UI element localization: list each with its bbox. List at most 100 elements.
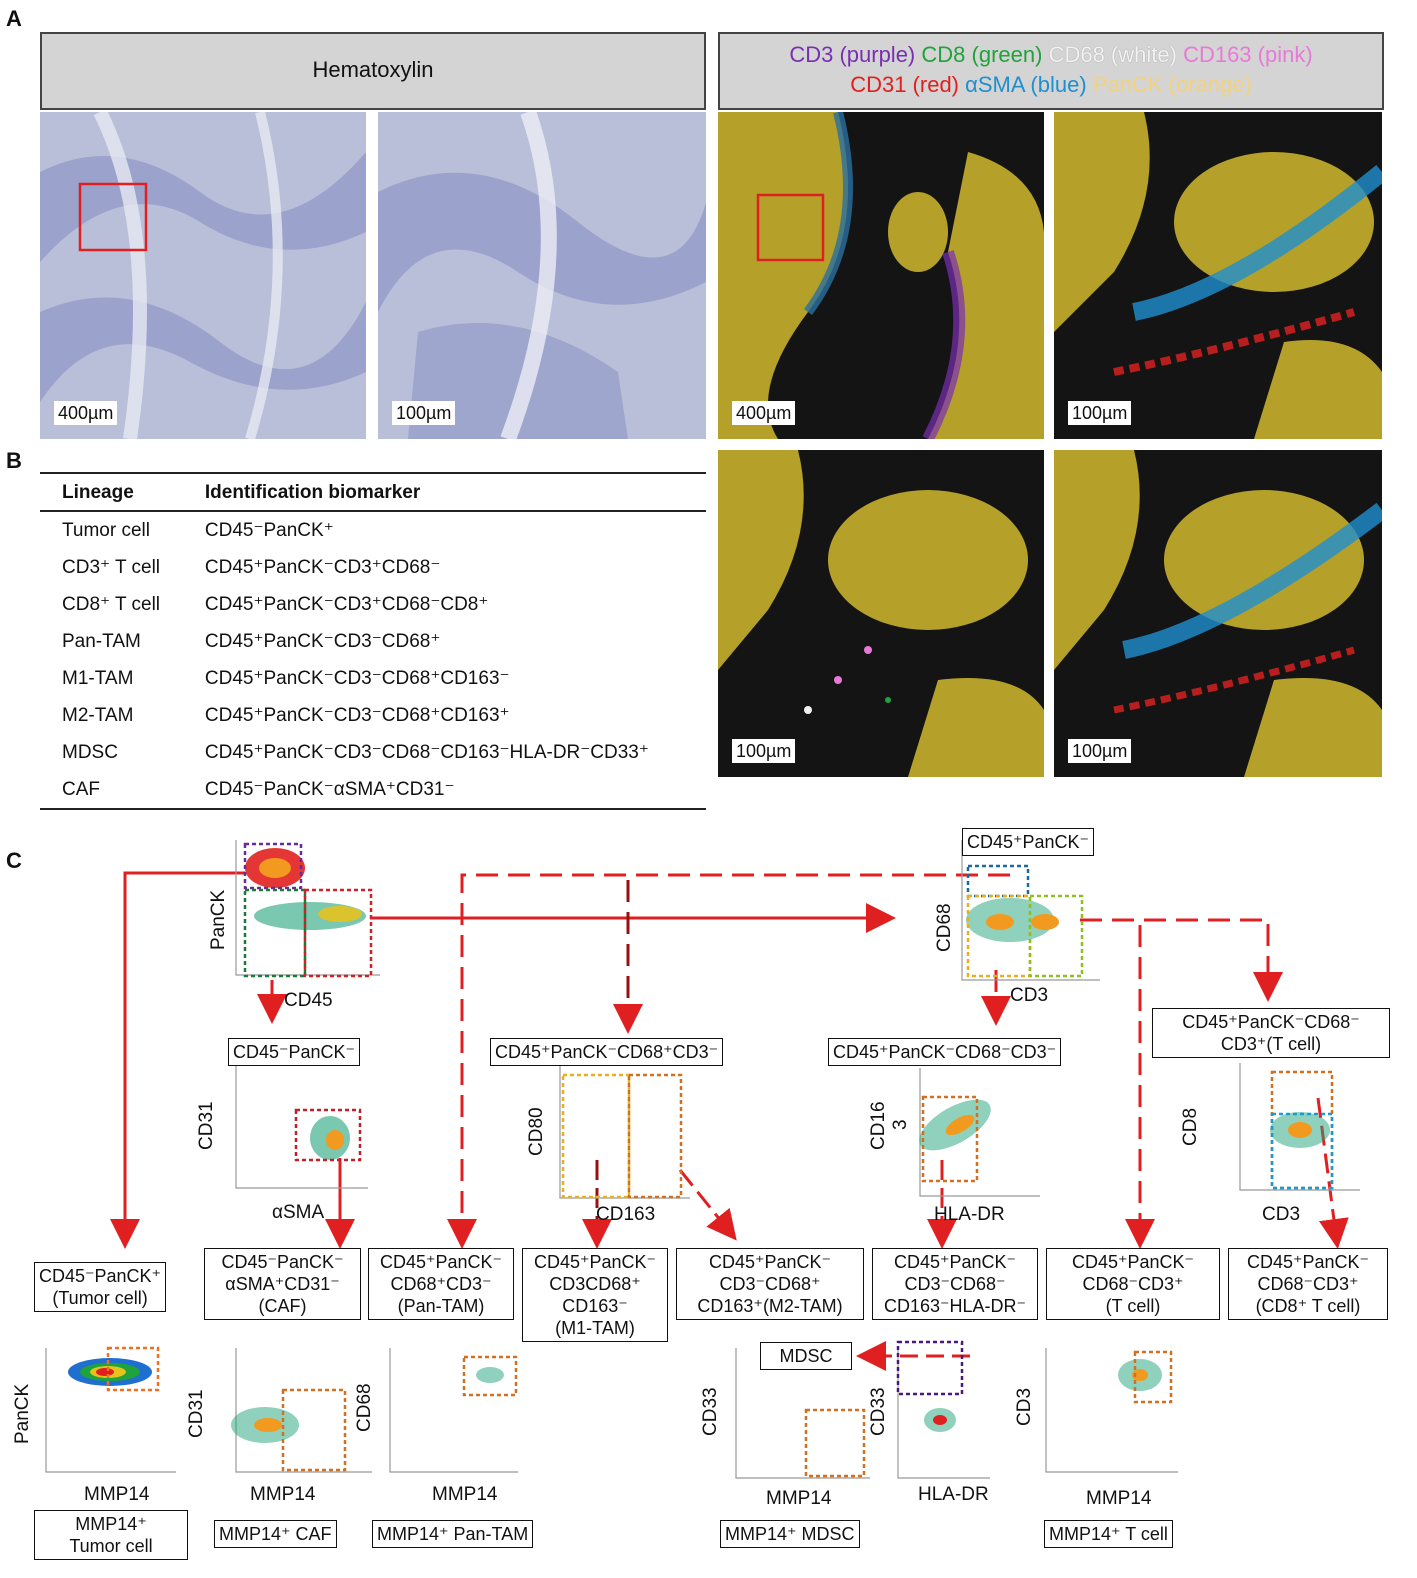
marker-cd31: CD31 (red) (850, 72, 960, 97)
lineage-cell: M1-TAM (62, 667, 134, 689)
table-row: MDSC CD45⁺PanCK⁻CD3⁻CD68⁻CD163⁻HLA-DR⁻CD3… (40, 734, 706, 771)
label-caf-line2: αSMA⁺CD31⁻ (225, 1274, 340, 1294)
panel-letter-c: C (6, 848, 22, 873)
axis-mmp14-2: MMP14 (250, 1484, 316, 1505)
plot-mdsc-mmp14-axes (735, 1348, 870, 1479)
plot-pantam-mmp14-axes (389, 1348, 518, 1473)
plot-caf-mmp14-axes (235, 1348, 372, 1473)
axis-mmp14-4: MMP14 (766, 1488, 832, 1509)
label-cd8-line3: (CD8⁺ T cell) (1255, 1296, 1361, 1316)
axis-cd33-b: CD33 (868, 1387, 889, 1436)
if-texture-3 (718, 450, 1044, 777)
lineage-cell: Tumor cell (62, 519, 150, 541)
scalebar-400-if: 400µm (732, 401, 796, 425)
label-m2tam-line3: CD163⁺(M2-TAM) (697, 1296, 843, 1316)
label-m2tam-line1: CD45⁺PanCK⁻ (708, 1252, 832, 1272)
label-caf: CD45⁻PanCK⁻ αSMA⁺CD31⁻ (CAF) (204, 1248, 361, 1320)
axis-hladr: HLA-DR (934, 1204, 1005, 1225)
label-tcell-line2: CD68⁻CD3⁺ (1082, 1274, 1184, 1294)
axis-cd45: CD45 (284, 990, 333, 1011)
biomarker-cell: CD45⁺PanCK⁻CD3⁻CD68⁻CD163⁻HLA-DR⁻CD33⁺ (204, 742, 649, 763)
label-cd45m-panckm: CD45⁻PanCK⁻ (228, 1038, 361, 1066)
axis-cd33-a: CD33 (700, 1387, 721, 1436)
label-tumor-line1: CD45⁻PanCK⁺ (39, 1266, 162, 1286)
label-dn-line2: CD3⁻CD68⁻ (904, 1274, 1006, 1294)
label-cd68m-cd3m: CD45⁺PanCK⁻CD68⁻CD3⁻ (828, 1038, 1062, 1066)
lineage-cell: CD3⁺ T cell (62, 557, 161, 578)
marker-cd68: CD68 (white) (1048, 42, 1177, 67)
label-m1tam: CD45⁺PanCK⁻ CD3CD68⁺ CD163⁻ (M1-TAM) (522, 1248, 668, 1342)
biomarker-cell: CD45⁺PanCK⁻CD3⁻CD68⁺CD163⁺ (204, 705, 510, 726)
biomarker-cell: CD45⁺PanCK⁻CD3⁻CD68⁺CD163⁻ (204, 668, 510, 689)
label-double-negative: CD45⁺PanCK⁻ CD3⁻CD68⁻ CD163⁻HLA-DR⁻ (872, 1248, 1038, 1320)
plot-cd8-cd3-axes (1239, 1063, 1360, 1191)
label-dn-line3: CD163⁻HLA-DR⁻ (883, 1296, 1027, 1316)
label-m1tam-line2: CD3CD68⁺ (549, 1274, 641, 1294)
label-tcell-line1: CD45⁺PanCK⁻ (1071, 1252, 1195, 1272)
label-m1tam-line3: CD163⁻ (562, 1296, 628, 1316)
panel-letter-b: B (6, 448, 22, 473)
lineage-cell: CAF (40, 771, 183, 810)
axis-cd3-b: CD3 (1262, 1204, 1301, 1225)
label-mmp14-tumor-line2: Tumor cell (69, 1536, 153, 1556)
scalebar-100-if-2: 100µm (732, 739, 796, 763)
label-tcell-gate-line1: CD45⁺PanCK⁻CD68⁻ (1182, 1012, 1360, 1032)
label-cd45p-panckm-top: CD45⁺PanCK⁻ (962, 828, 1095, 856)
biomarker-cell: CD45⁻PanCK⁺ (204, 520, 334, 541)
multiplex-image-stroma: 100µm (1054, 450, 1382, 777)
scalebar-400-he: 400µm (54, 401, 118, 425)
label-cd8-line2: CD68⁻CD3⁺ (1257, 1274, 1359, 1294)
plot-cd31-asma-axes (235, 1065, 368, 1189)
if-texture-2 (1054, 112, 1382, 439)
lineage-cell: MDSC (62, 741, 118, 763)
label-tcell-gate: CD45⁺PanCK⁻CD68⁻ CD3⁺(T cell) (1152, 1008, 1390, 1058)
label-mmp14-mdsc: MMP14⁺ MDSC (720, 1520, 860, 1548)
hematoxylin-header: Hematoxylin (40, 32, 706, 110)
table-row: M1-TAM CD45⁺PanCK⁻CD3⁻CD68⁺CD163⁻ (40, 660, 706, 697)
table-row: Tumor cell CD45⁻PanCK⁺ (40, 511, 706, 549)
hematoxylin-title: Hematoxylin (312, 57, 434, 82)
marker-asma: αSMA (blue) (965, 72, 1087, 97)
label-pantam-line3: (Pan-TAM) (397, 1296, 485, 1316)
label-mmp14-caf: MMP14⁺ CAF (214, 1520, 337, 1548)
multiplex-image-overview: 400µm (718, 112, 1044, 439)
label-pantam-line1: CD45⁺PanCK⁻ (379, 1252, 503, 1272)
axis-panck-b: PanCK (12, 1383, 33, 1444)
marker-cd163: CD163 (pink) (1183, 42, 1313, 67)
col-lineage: Lineage (40, 472, 183, 512)
plot-cd68-cd3-axes (961, 840, 1100, 981)
scalebar-100-he: 100µm (392, 401, 456, 425)
axis-cd68-b: CD68 (354, 1383, 375, 1432)
plot-tumor-mmp14-axes (45, 1348, 176, 1473)
label-caf-line1: CD45⁻PanCK⁻ (221, 1252, 344, 1272)
scalebar-100-if-3: 100µm (1068, 739, 1132, 763)
axis-cd3: CD3 (1010, 985, 1049, 1006)
label-pantam-line2: CD68⁺CD3⁻ (390, 1274, 492, 1294)
marker-header: CD3 (purple) CD8 (green) CD68 (white) CD… (718, 32, 1384, 110)
axis-cd3-c: CD3 (1014, 1387, 1035, 1426)
label-m2tam-line2: CD3⁻CD68⁺ (719, 1274, 821, 1294)
label-caf-line3: (CAF) (258, 1296, 307, 1316)
label-dn-line1: CD45⁺PanCK⁻ (893, 1252, 1017, 1272)
biomarker-cell: CD45⁺PanCK⁻CD3⁺CD68⁻CD8⁺ (204, 594, 489, 615)
table-header-row: Lineage Identification biomarker (40, 472, 706, 512)
plot-cd163-hladr-axes (919, 1068, 1040, 1197)
if-texture-4 (1054, 450, 1382, 777)
axis-panck: PanCK (208, 889, 229, 950)
label-mmp14-pantam: MMP14⁺ Pan-TAM (372, 1520, 534, 1548)
label-pantam: CD45⁺PanCK⁻ CD68⁺CD3⁻ (Pan-TAM) (368, 1248, 514, 1320)
label-cd8-tcell: CD45⁺PanCK⁻ CD68⁻CD3⁺ (CD8⁺ T cell) (1228, 1248, 1388, 1320)
lineage-table: Lineage Identification biomarker Tumor c… (40, 472, 706, 810)
marker-cd8: CD8 (green) (921, 42, 1043, 67)
panel-letter-a: A (6, 6, 22, 31)
axis-mmp14-1: MMP14 (84, 1484, 150, 1505)
lineage-cell: M2-TAM (62, 704, 134, 726)
label-tumor-line2: (Tumor cell) (52, 1288, 148, 1308)
